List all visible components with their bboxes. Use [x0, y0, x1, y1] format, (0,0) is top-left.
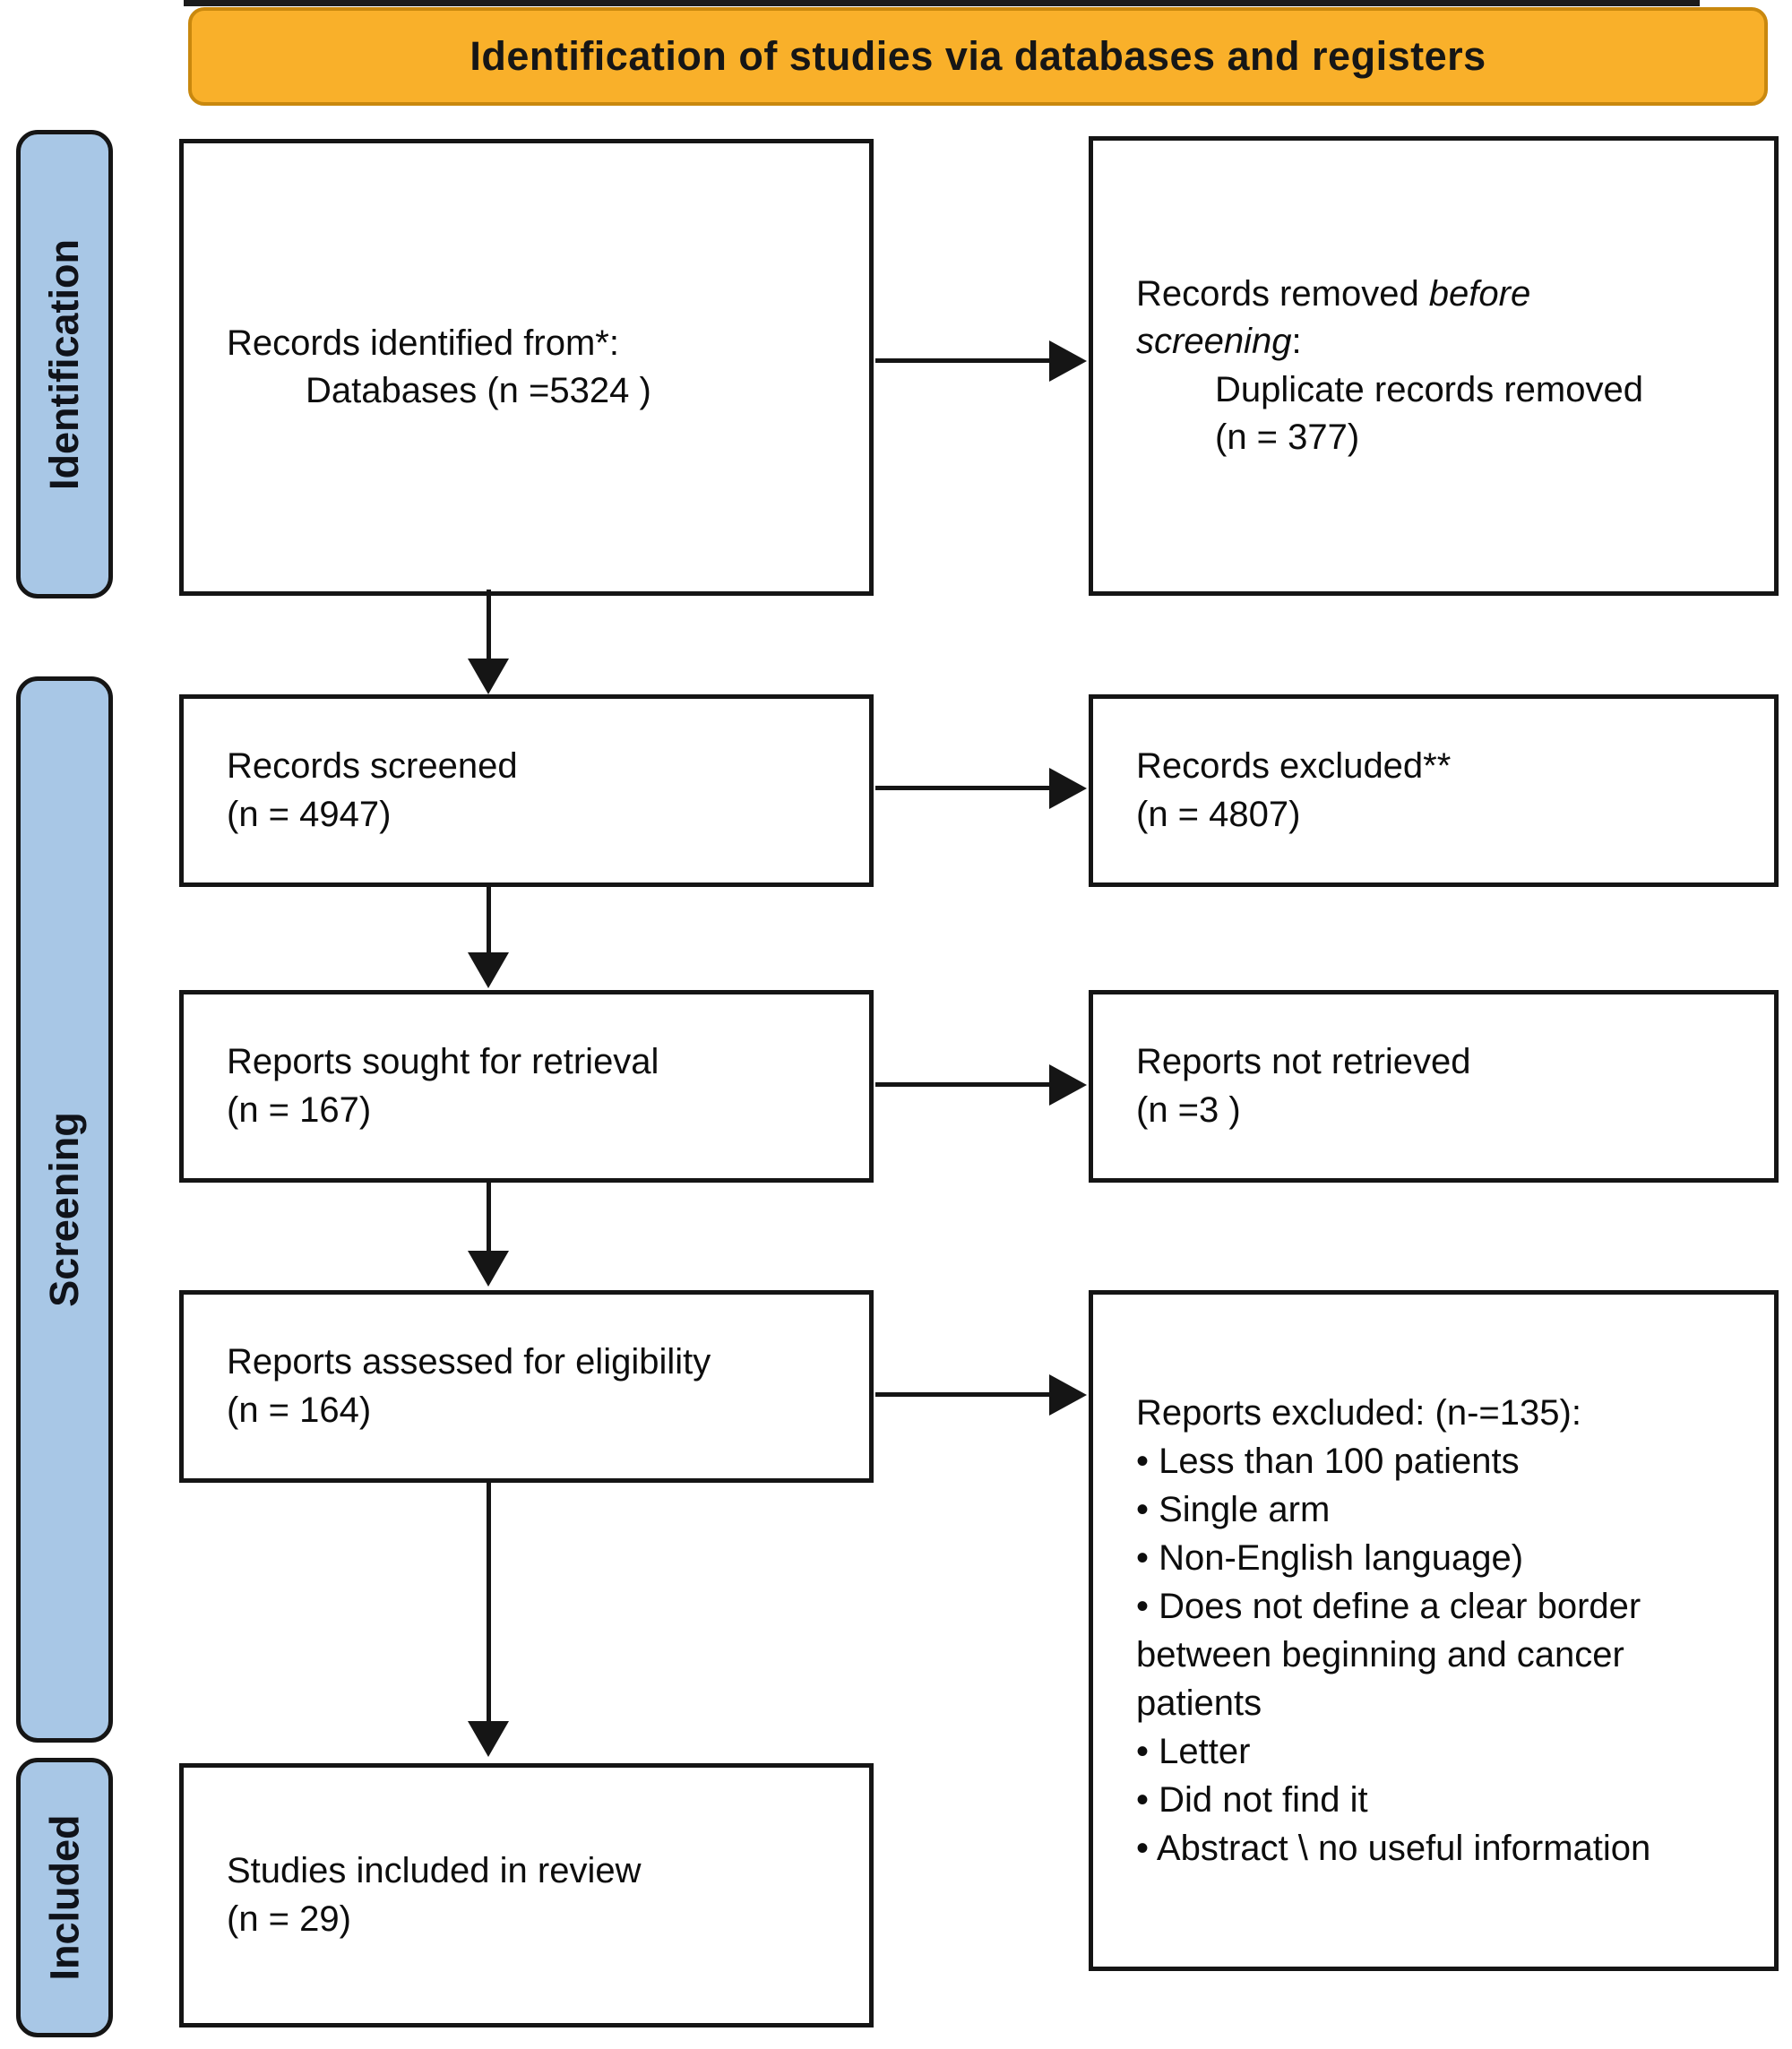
arrow-identified-to-screened-line: [487, 590, 491, 660]
box-records-removed: Records removed before screening: Duplic…: [1089, 136, 1779, 596]
records-excluded-line2: (n = 4807): [1136, 794, 1301, 834]
records-removed-suffix: :: [1291, 322, 1302, 362]
records-identified-line2: Databases (n =5324 ): [306, 371, 651, 410]
box-records-screened: Records screened (n = 4947): [179, 694, 874, 887]
stage-screening: Screening: [16, 676, 113, 1743]
arrow-screened-to-excluded-line: [875, 786, 1051, 790]
banner-title: Identification of studies via databases …: [470, 33, 1486, 79]
arrow-sought-to-notretrieved-head: [1049, 1064, 1087, 1106]
records-removed-detail: Duplicate records removed: [1215, 369, 1643, 409]
arrow-identified-to-screened-head: [468, 659, 509, 694]
arrow-screened-to-excluded-head: [1049, 768, 1087, 809]
reports-not-retrieved-line1: Reports not retrieved: [1136, 1042, 1471, 1082]
top-border-line: [184, 0, 1700, 6]
reports-assessed-line2: (n = 164): [227, 1390, 372, 1430]
arrow-assessed-to-included-line: [487, 1483, 491, 1723]
box-records-identified: Records identified from*: Databases (n =…: [179, 139, 874, 596]
records-removed-prefix: Records removed: [1136, 274, 1429, 314]
reports-not-retrieved-line2: (n =3 ): [1136, 1089, 1241, 1130]
box-reports-assessed: Reports assessed for eligibility (n = 16…: [179, 1290, 874, 1483]
records-identified-line1: Records identified from*:: [227, 323, 619, 363]
arrow-identified-to-removed-head: [1049, 340, 1087, 382]
arrow-sought-to-notretrieved-line: [875, 1082, 1051, 1087]
reports-excluded-title: Reports excluded: (n-=135):: [1136, 1393, 1581, 1433]
records-screened-line2: (n = 4947): [227, 794, 392, 834]
studies-included-line2: (n = 29): [227, 1898, 351, 1939]
reports-excluded-item: • Non-English language): [1136, 1538, 1524, 1578]
records-excluded-line1: Records excluded**: [1136, 746, 1452, 787]
arrow-assessed-to-reportsexcluded-line: [875, 1392, 1051, 1397]
arrow-screened-to-sought-head: [468, 952, 509, 988]
box-reports-sought: Reports sought for retrieval (n = 167): [179, 990, 874, 1183]
arrow-sought-to-assessed-head: [468, 1251, 509, 1287]
arrow-sought-to-assessed-line: [487, 1183, 491, 1253]
reports-excluded-item: • Did not find it: [1136, 1780, 1368, 1820]
reports-excluded-item: • Does not define a clear border between…: [1136, 1587, 1641, 1723]
reports-assessed-line1: Reports assessed for eligibility: [227, 1342, 711, 1382]
reports-sought-line1: Reports sought for retrieval: [227, 1042, 659, 1082]
reports-excluded-item: • Letter: [1136, 1732, 1251, 1771]
reports-excluded-item: • Less than 100 patients: [1136, 1442, 1520, 1481]
box-records-excluded: Records excluded** (n = 4807): [1089, 694, 1779, 887]
box-reports-not-retrieved: Reports not retrieved (n =3 ): [1089, 990, 1779, 1183]
banner: Identification of studies via databases …: [188, 7, 1768, 106]
studies-included-line1: Studies included in review: [227, 1851, 642, 1891]
stage-identification: Identification: [16, 130, 113, 598]
arrow-assessed-to-included-head: [468, 1721, 509, 1757]
stage-screening-label: Screening: [41, 1112, 88, 1307]
arrow-screened-to-sought-line: [487, 887, 491, 954]
box-studies-included: Studies included in review (n = 29): [179, 1763, 874, 2027]
records-removed-title: Records removed before screening:: [1136, 271, 1602, 366]
stage-included: Included: [16, 1758, 113, 2037]
arrow-identified-to-removed-line: [875, 358, 1051, 363]
reports-sought-line2: (n = 167): [227, 1089, 372, 1130]
stage-identification-label: Identification: [41, 238, 87, 490]
arrow-assessed-to-reportsexcluded-head: [1049, 1374, 1087, 1416]
records-removed-italic: before screening: [1136, 274, 1531, 362]
box-reports-excluded: Reports excluded: (n-=135): • Less than …: [1089, 1290, 1779, 1971]
reports-excluded-item: • Single arm: [1136, 1490, 1331, 1529]
stage-included-label: Included: [41, 1814, 88, 1981]
records-screened-line1: Records screened: [227, 746, 518, 787]
records-removed-count: (n = 377): [1215, 417, 1360, 457]
reports-excluded-item: • Abstract \ no useful information: [1136, 1829, 1651, 1868]
